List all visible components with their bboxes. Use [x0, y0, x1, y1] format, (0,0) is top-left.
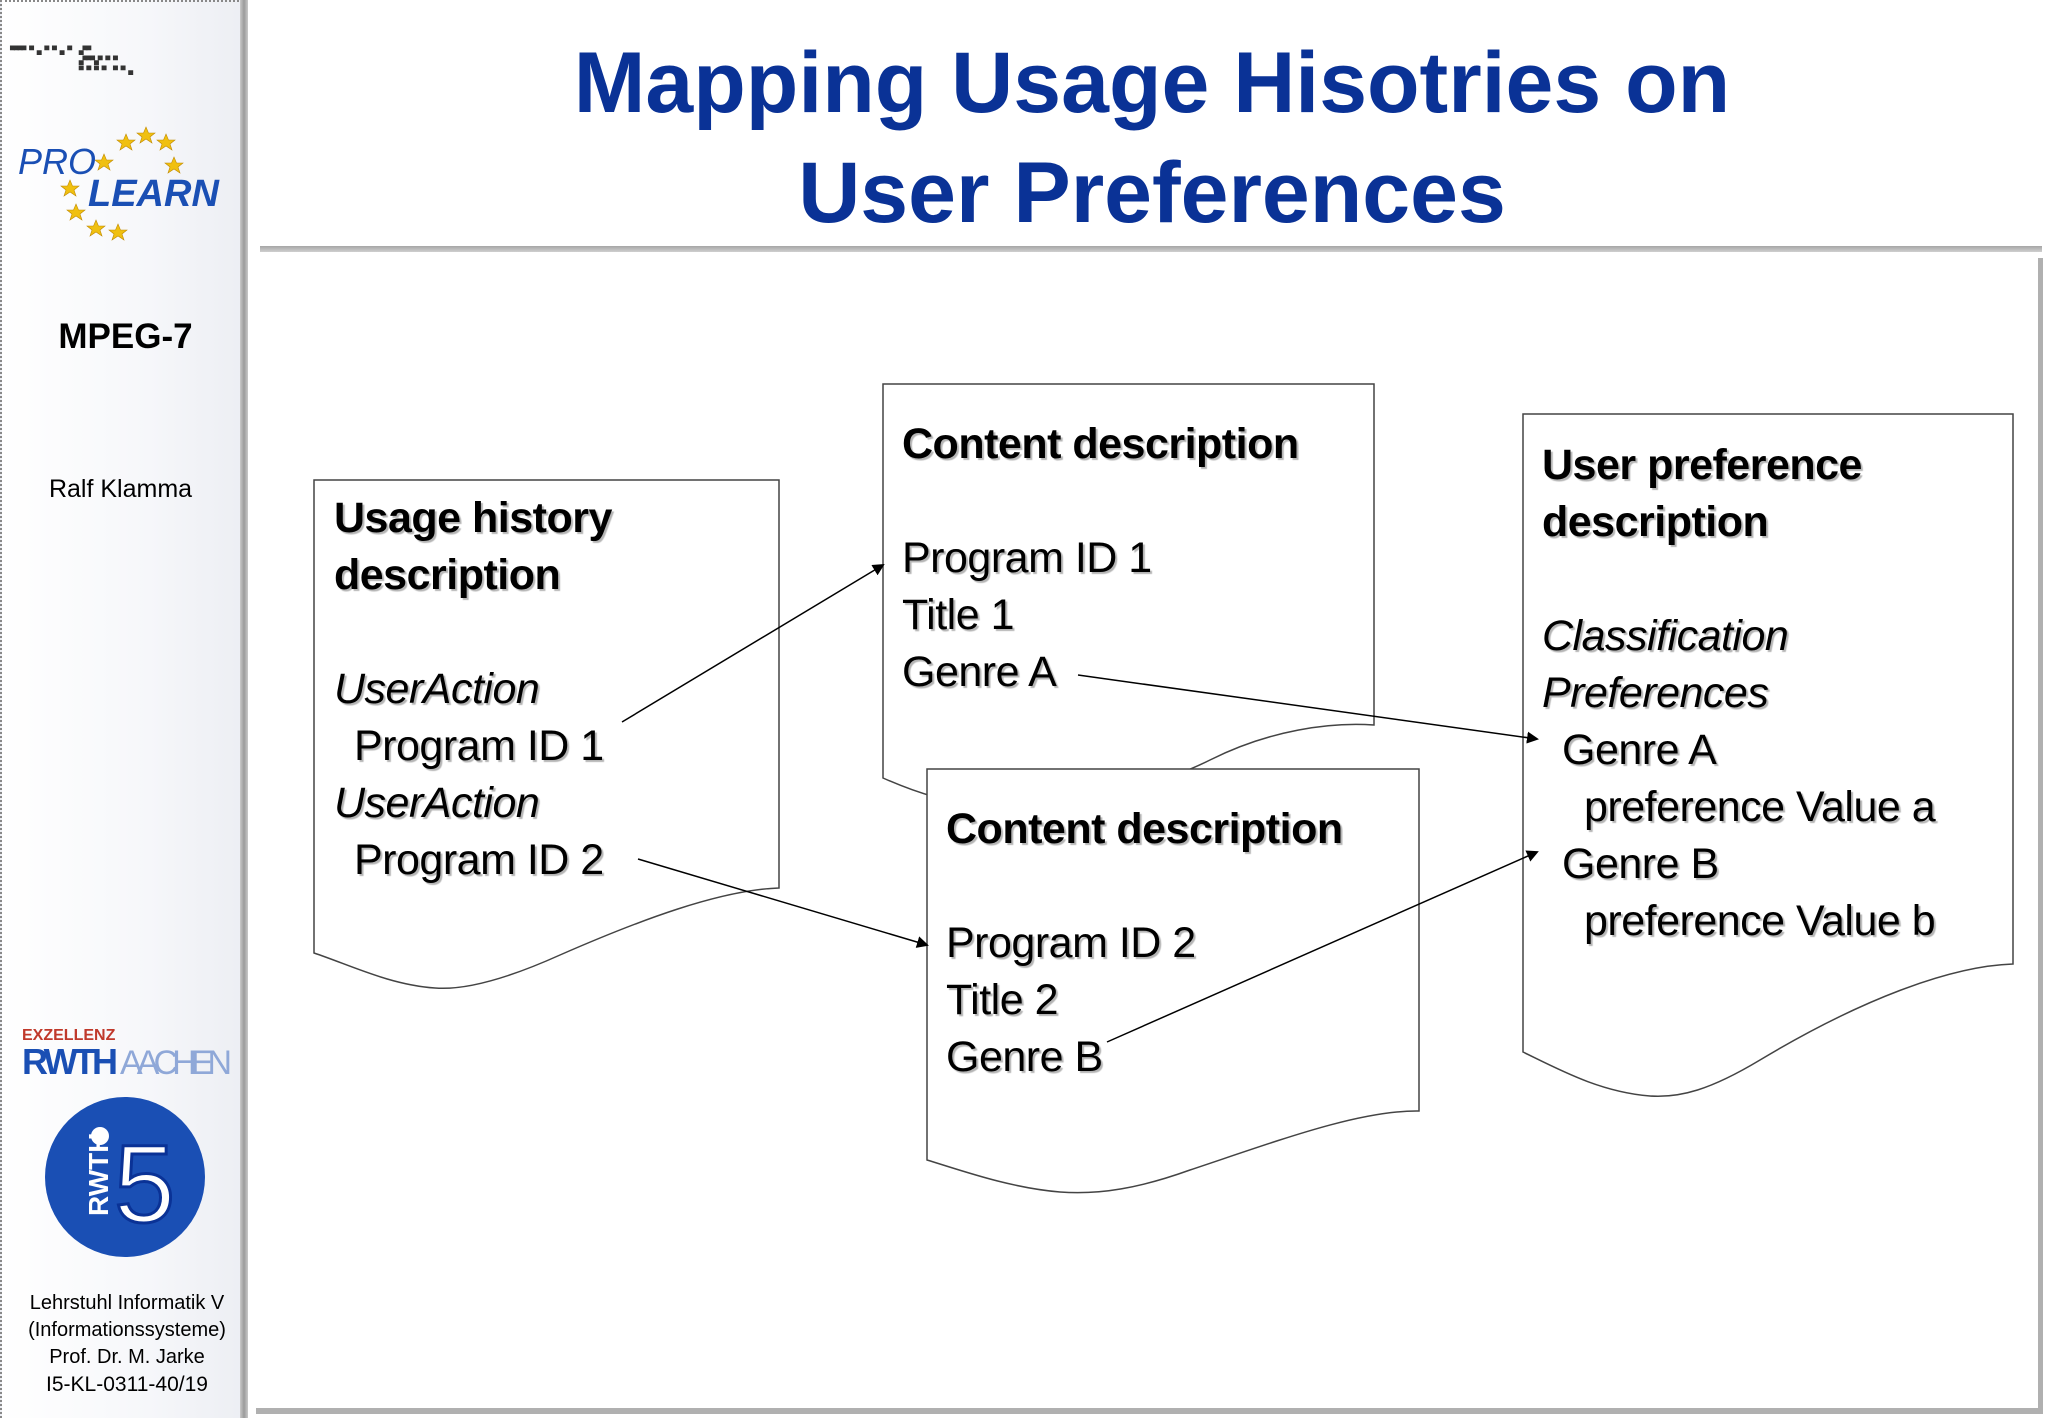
sidebar-author: Ralf Klamma	[48, 475, 193, 503]
user-pref-genre-a: Genre A	[1562, 726, 1717, 774]
user-preference-doc-shape	[1522, 413, 2014, 1098]
arrow-program1-to-content1	[621, 563, 885, 723]
footer-code: I5-KL-0311-40/19	[46, 1373, 208, 1396]
sidebar-footer: Lehrstuhl Informatik V (Informationssyst…	[2, 1290, 252, 1398]
content-1-title: Title 1	[902, 591, 1014, 639]
usage-program-id-2: Program ID 2	[354, 836, 604, 884]
content-description-1-doc: Content description Program ID 1 Title 1…	[902, 416, 1299, 701]
title-line-2: User Preferences	[798, 145, 1506, 241]
user-pref-preferences: Preferences	[1542, 669, 1769, 717]
user-pref-genre-b: Genre B	[1562, 840, 1719, 888]
user-action-2: UserAction	[334, 779, 540, 827]
usage-history-heading-2: description	[334, 551, 561, 599]
user-pref-heading-2: description	[1542, 498, 1769, 546]
logo-pro-text: PRO	[18, 141, 96, 182]
sidebar-noise: ▀▀▀▀ ▀ ▄ ▀ ▀ ▄ ▀ ▄▀▀ ▄▀▀▀▄▀ ▀ ▀ ▀ ▀ ▀ ▀ …	[10, 46, 133, 75]
user-pref-value-b: preference Value b	[1584, 897, 1936, 945]
aachen-text: AACHEN	[120, 1044, 232, 1082]
sidebar-divider	[240, 0, 248, 1418]
usage-history-doc-shape	[313, 479, 780, 990]
title-divider	[260, 246, 2042, 252]
user-action-1: UserAction	[334, 665, 540, 713]
rwth-excellence-text: EXZELLENZ	[22, 1027, 116, 1044]
arrow-program2-to-content2	[637, 858, 929, 948]
logo-learn-text: LEARN	[88, 173, 220, 215]
rwth-text: RWTH	[22, 1041, 118, 1082]
slide-title: Mapping Usage Hisotries on User Preferen…	[262, 28, 2042, 248]
content-1-heading: Content description	[902, 420, 1299, 468]
footer-chair: Lehrstuhl Informatik V	[29, 1292, 225, 1314]
content-description-2-doc-shape	[926, 768, 1420, 1194]
sidebar-topic: MPEG-7	[58, 317, 193, 356]
usage-history-doc: Usage history description UserAction Pro…	[334, 490, 612, 889]
content-2-heading: Content description	[946, 805, 1343, 853]
content-2-program-id: Program ID 2	[946, 919, 1196, 967]
prolearn-logo: PRO LEARN	[18, 126, 220, 241]
content-2-title: Title 2	[946, 976, 1058, 1024]
usage-program-id-1: Program ID 1	[354, 722, 604, 770]
rwth-logo: EXZELLENZ RWTH AACHEN	[22, 1027, 232, 1082]
title-line-1: Mapping Usage Hisotries on	[573, 35, 1731, 131]
arrow-genreA-to-pref	[1077, 674, 1539, 744]
i5-rwth-text: RWTH	[83, 1133, 114, 1216]
content-1-genre: Genre A	[902, 648, 1057, 696]
user-pref-heading-1: User preference	[1542, 441, 1862, 489]
arrow-genreB-to-pref	[1106, 850, 1539, 1043]
content-1-program-id: Program ID 1	[902, 534, 1152, 582]
footer-dept: (Informationssysteme)	[28, 1319, 226, 1341]
content-frame	[256, 258, 2043, 1414]
i5-logo: RWTH 5	[45, 1097, 205, 1257]
i5-digit: 5	[114, 1123, 175, 1246]
user-pref-classification: Classification	[1542, 612, 1789, 660]
footer-prof: Prof. Dr. M. Jarke	[49, 1346, 205, 1368]
usage-history-heading-1: Usage history	[334, 494, 612, 542]
sidebar: ▀▀▀▀ ▀ ▄ ▀ ▀ ▄ ▀ ▄▀▀ ▄▀▀▀▄▀ ▀ ▀ ▀ ▀ ▀ ▀ …	[0, 0, 247, 1418]
content-2-genre: Genre B	[946, 1033, 1103, 1081]
user-preference-doc: User preference description Classificati…	[1542, 437, 1936, 950]
content-description-2-doc: Content description Program ID 2 Title 2…	[946, 801, 1343, 1086]
user-pref-value-a: preference Value a	[1584, 783, 1936, 831]
